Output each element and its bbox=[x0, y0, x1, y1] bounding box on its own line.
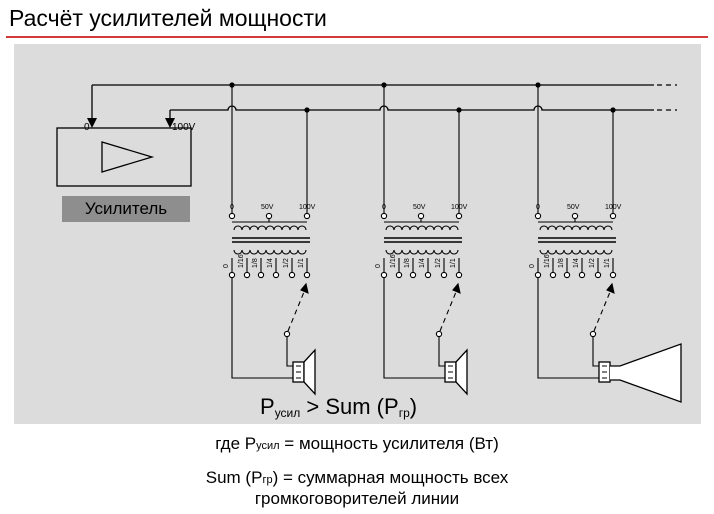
bus-line-100v bbox=[170, 105, 654, 111]
secondary-tap-label: 0 bbox=[375, 264, 382, 268]
secondary-tap-label: 0 bbox=[529, 264, 536, 268]
transformer-group-2: 0 50V 100V 0 1/16 1/8 1/4 1/2 1/1 bbox=[375, 85, 468, 379]
secondary-terminal bbox=[440, 271, 448, 279]
amplifier-box bbox=[56, 127, 192, 187]
secondary-terminal bbox=[609, 271, 617, 279]
secondary-terminal bbox=[257, 271, 265, 279]
secondary-tap-label: 1/16 bbox=[390, 254, 397, 268]
primary-terminal bbox=[455, 212, 463, 220]
primary-tap-label: 0 bbox=[536, 204, 540, 211]
secondary-terminal bbox=[228, 271, 236, 279]
secondary-tap-label: 1/8 bbox=[558, 258, 565, 268]
primary-terminal bbox=[380, 212, 388, 220]
title-underline bbox=[6, 36, 708, 38]
amp-terminal-100v-label: 100V bbox=[172, 122, 196, 133]
primary-terminal bbox=[265, 212, 273, 220]
secondary-terminal bbox=[455, 271, 463, 279]
secondary-tap-label: 1/16 bbox=[544, 254, 551, 268]
secondary-terminal bbox=[578, 271, 586, 279]
primary-tap-label: 50V bbox=[261, 204, 274, 211]
bus-junctions bbox=[229, 82, 616, 113]
primary-tap-label: 100V bbox=[451, 204, 468, 211]
secondary-tap-label: 1/8 bbox=[404, 258, 411, 268]
secondary-terminal bbox=[409, 271, 417, 279]
secondary-tap-label: 1/16 bbox=[238, 254, 245, 268]
caption-line-2: Sum (Pгр) = суммарная мощность всех bbox=[205, 468, 509, 487]
secondary-terminal bbox=[272, 271, 280, 279]
secondary-tap-label: 1/2 bbox=[589, 258, 596, 268]
primary-tap-label: 50V bbox=[413, 204, 426, 211]
amp-terminal-0-label: 0 bbox=[84, 122, 90, 133]
primary-terminal bbox=[571, 212, 579, 220]
secondary-tap-label: 1/1 bbox=[298, 258, 305, 268]
secondary-tap-label: 1/2 bbox=[283, 258, 290, 268]
secondary-tap-label: 1/2 bbox=[435, 258, 442, 268]
secondary-terminal bbox=[534, 271, 542, 279]
secondary-tap-label: 0 bbox=[223, 264, 230, 268]
primary-tap-label: 0 bbox=[230, 204, 234, 211]
primary-tap-label: 100V bbox=[299, 204, 316, 211]
secondary-tap-label: 1/4 bbox=[419, 258, 426, 268]
secondary-terminal bbox=[395, 271, 403, 279]
secondary-tap-label: 1/8 bbox=[252, 258, 259, 268]
primary-terminal bbox=[228, 212, 236, 220]
primary-tap-label: 0 bbox=[382, 204, 386, 211]
primary-tap-label: 100V bbox=[605, 204, 622, 211]
secondary-terminal bbox=[243, 271, 251, 279]
primary-terminal bbox=[303, 212, 311, 220]
speaker-1-icon bbox=[292, 348, 316, 396]
amplifier-wiring-diagram: 0 100V 0 50V 100V 0 1/16 1/8 1/4 1/2 1/1 0 50V 100V… bbox=[14, 44, 701, 424]
secondary-tap-label: 1/4 bbox=[267, 258, 274, 268]
diagram-canvas: 0 100V 0 50V 100V 0 1/16 1/8 1/4 1/2 1/1 0 50V 100V… bbox=[56, 82, 682, 420]
power-formula: Pусил > Sum (Pгр) bbox=[260, 394, 417, 420]
amp-arrows bbox=[87, 118, 175, 128]
horn-speaker-icon bbox=[598, 343, 682, 403]
caption-line-3: громкоговорителей линии bbox=[254, 489, 460, 508]
secondary-terminal bbox=[549, 271, 557, 279]
secondary-tap-label: 1/4 bbox=[573, 258, 580, 268]
secondary-terminal bbox=[563, 271, 571, 279]
caption-line-1: где Pусил = мощность усилителя (Вт) bbox=[215, 434, 499, 453]
speaker-2-icon bbox=[444, 348, 468, 396]
amplifier-label: Усилитель bbox=[62, 196, 190, 222]
secondary-terminal bbox=[288, 271, 296, 279]
secondary-terminal bbox=[594, 271, 602, 279]
secondary-terminal bbox=[303, 271, 311, 279]
secondary-tap-label: 1/1 bbox=[604, 258, 611, 268]
primary-terminal bbox=[417, 212, 425, 220]
amplifier-triangle-icon bbox=[101, 141, 155, 173]
transformer-group-1: 0 50V 100V 0 1/16 1/8 1/4 1/2 1/1 bbox=[223, 85, 316, 379]
secondary-terminal bbox=[424, 271, 432, 279]
primary-terminal bbox=[609, 212, 617, 220]
primary-tap-label: 50V bbox=[567, 204, 580, 211]
secondary-tap-label: 1/1 bbox=[450, 258, 457, 268]
slide-title: Расчёт усилителей мощности bbox=[9, 5, 327, 31]
primary-terminal bbox=[534, 212, 542, 220]
secondary-terminal bbox=[380, 271, 388, 279]
transformer-group-3: 0 50V 100V 0 1/16 1/8 1/4 1/2 1/1 bbox=[529, 85, 622, 379]
